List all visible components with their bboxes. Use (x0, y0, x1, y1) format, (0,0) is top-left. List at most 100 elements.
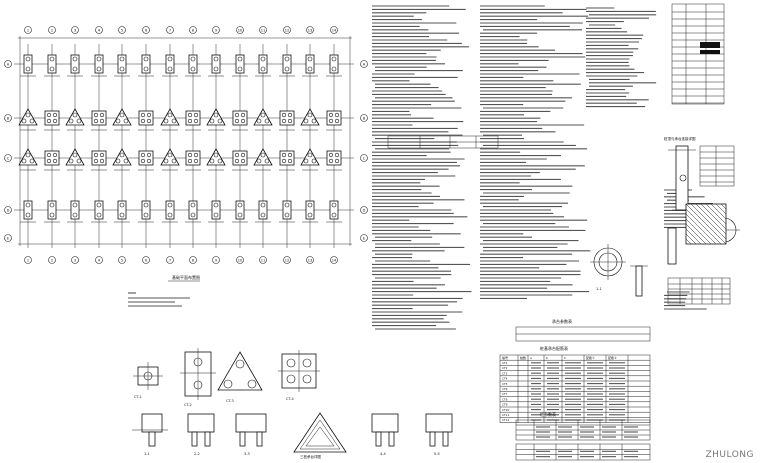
section-1-1: 1-1 (132, 413, 168, 456)
axis-label: 3 (74, 258, 76, 262)
pile (307, 212, 313, 218)
axis-grid (14, 44, 354, 248)
pile (115, 158, 121, 164)
axis-bubble (330, 256, 338, 264)
pile (213, 202, 219, 208)
pile (264, 118, 270, 124)
section-label: 2-2 (194, 452, 200, 456)
pile (52, 118, 58, 124)
pile-cap (70, 54, 80, 74)
axis-label: 2 (51, 28, 53, 32)
pile (123, 118, 129, 124)
axis-label: 13 (308, 258, 313, 262)
axis-bubble (48, 26, 56, 34)
pile-caps (18, 54, 342, 223)
pile-cap (305, 54, 315, 74)
pile-cap (23, 200, 33, 220)
axis-bubble (360, 234, 368, 242)
axis-bubble (166, 26, 174, 34)
pile (213, 66, 219, 72)
axis-label: 7 (169, 258, 171, 262)
axis-bubble (142, 26, 150, 34)
table-cell: CT1 (502, 361, 508, 365)
axis-label: E (363, 236, 366, 240)
table-cell: CT9 (502, 403, 508, 407)
axis-bubble (212, 256, 220, 264)
pile (143, 212, 149, 218)
axis-bubble (118, 26, 126, 34)
pile (99, 158, 105, 164)
axis-bubble (259, 256, 267, 264)
hatch (685, 203, 727, 245)
axis-bubble (24, 26, 32, 34)
cap-detail-ct2: CT-2 (180, 348, 216, 407)
pile (171, 158, 177, 164)
pile (72, 152, 78, 158)
pile (25, 56, 31, 62)
pile (193, 118, 199, 124)
axis-label: 9 (215, 28, 218, 32)
pile (240, 158, 246, 164)
pile (240, 152, 246, 158)
pile (334, 158, 340, 164)
pile (284, 202, 290, 208)
pile-detail-title: 桩顶与承台连接详图 (664, 136, 696, 141)
pile (119, 212, 125, 218)
pile-cap (329, 200, 339, 220)
pile-cap (235, 54, 245, 74)
pile (99, 118, 105, 124)
pile (96, 212, 102, 218)
pile (72, 202, 78, 208)
pile (146, 152, 152, 158)
pile-cap (305, 200, 315, 220)
axis-label: C (363, 156, 366, 160)
pile (25, 212, 31, 218)
pile-cap (279, 150, 295, 166)
pile (46, 158, 52, 164)
pile (234, 152, 240, 158)
cap-detail-ct4: CT-4 (278, 350, 320, 401)
section-label: 3-3 (244, 452, 250, 456)
axis-bubble (189, 256, 197, 264)
pile (99, 152, 105, 158)
axis-label: 7 (169, 28, 171, 32)
pile-cap (232, 150, 248, 166)
pile (240, 118, 246, 124)
axis-bubble (71, 26, 79, 34)
pile (193, 152, 199, 158)
pile (140, 152, 146, 158)
axis-bubble (236, 26, 244, 34)
axis-bubble (4, 234, 12, 242)
pile (260, 112, 266, 118)
pile (307, 152, 313, 158)
pile (260, 66, 266, 72)
pile (29, 118, 35, 124)
pile (303, 158, 309, 164)
pile-section-label: 1-1 (596, 287, 602, 291)
axis-label: D (7, 208, 10, 212)
pile (29, 158, 35, 164)
pile-cap (282, 54, 292, 74)
pile (46, 118, 52, 124)
axis-label: A (7, 62, 10, 66)
pile (256, 158, 262, 164)
pile (99, 112, 105, 118)
pile (311, 118, 317, 124)
pile (119, 56, 125, 62)
pile (52, 112, 58, 118)
section-2-2: 2-2 (187, 413, 215, 456)
pile-cap (117, 54, 127, 74)
pile-cap (279, 110, 295, 126)
axis-label: 6 (145, 258, 148, 262)
pile (213, 56, 219, 62)
pile (76, 158, 82, 164)
axis-label: 10 (238, 28, 243, 32)
main-table-title: 桩基承台配筋表 (540, 345, 568, 351)
axis-label: 8 (192, 258, 195, 262)
pile (25, 112, 31, 118)
pile (260, 56, 266, 62)
pile (190, 56, 196, 62)
cap-sections: 1-1 2-2 3-3 三桩承台详图 4-4 (132, 412, 453, 459)
triangle-detail-title: 三桩承台详图 (300, 454, 321, 459)
